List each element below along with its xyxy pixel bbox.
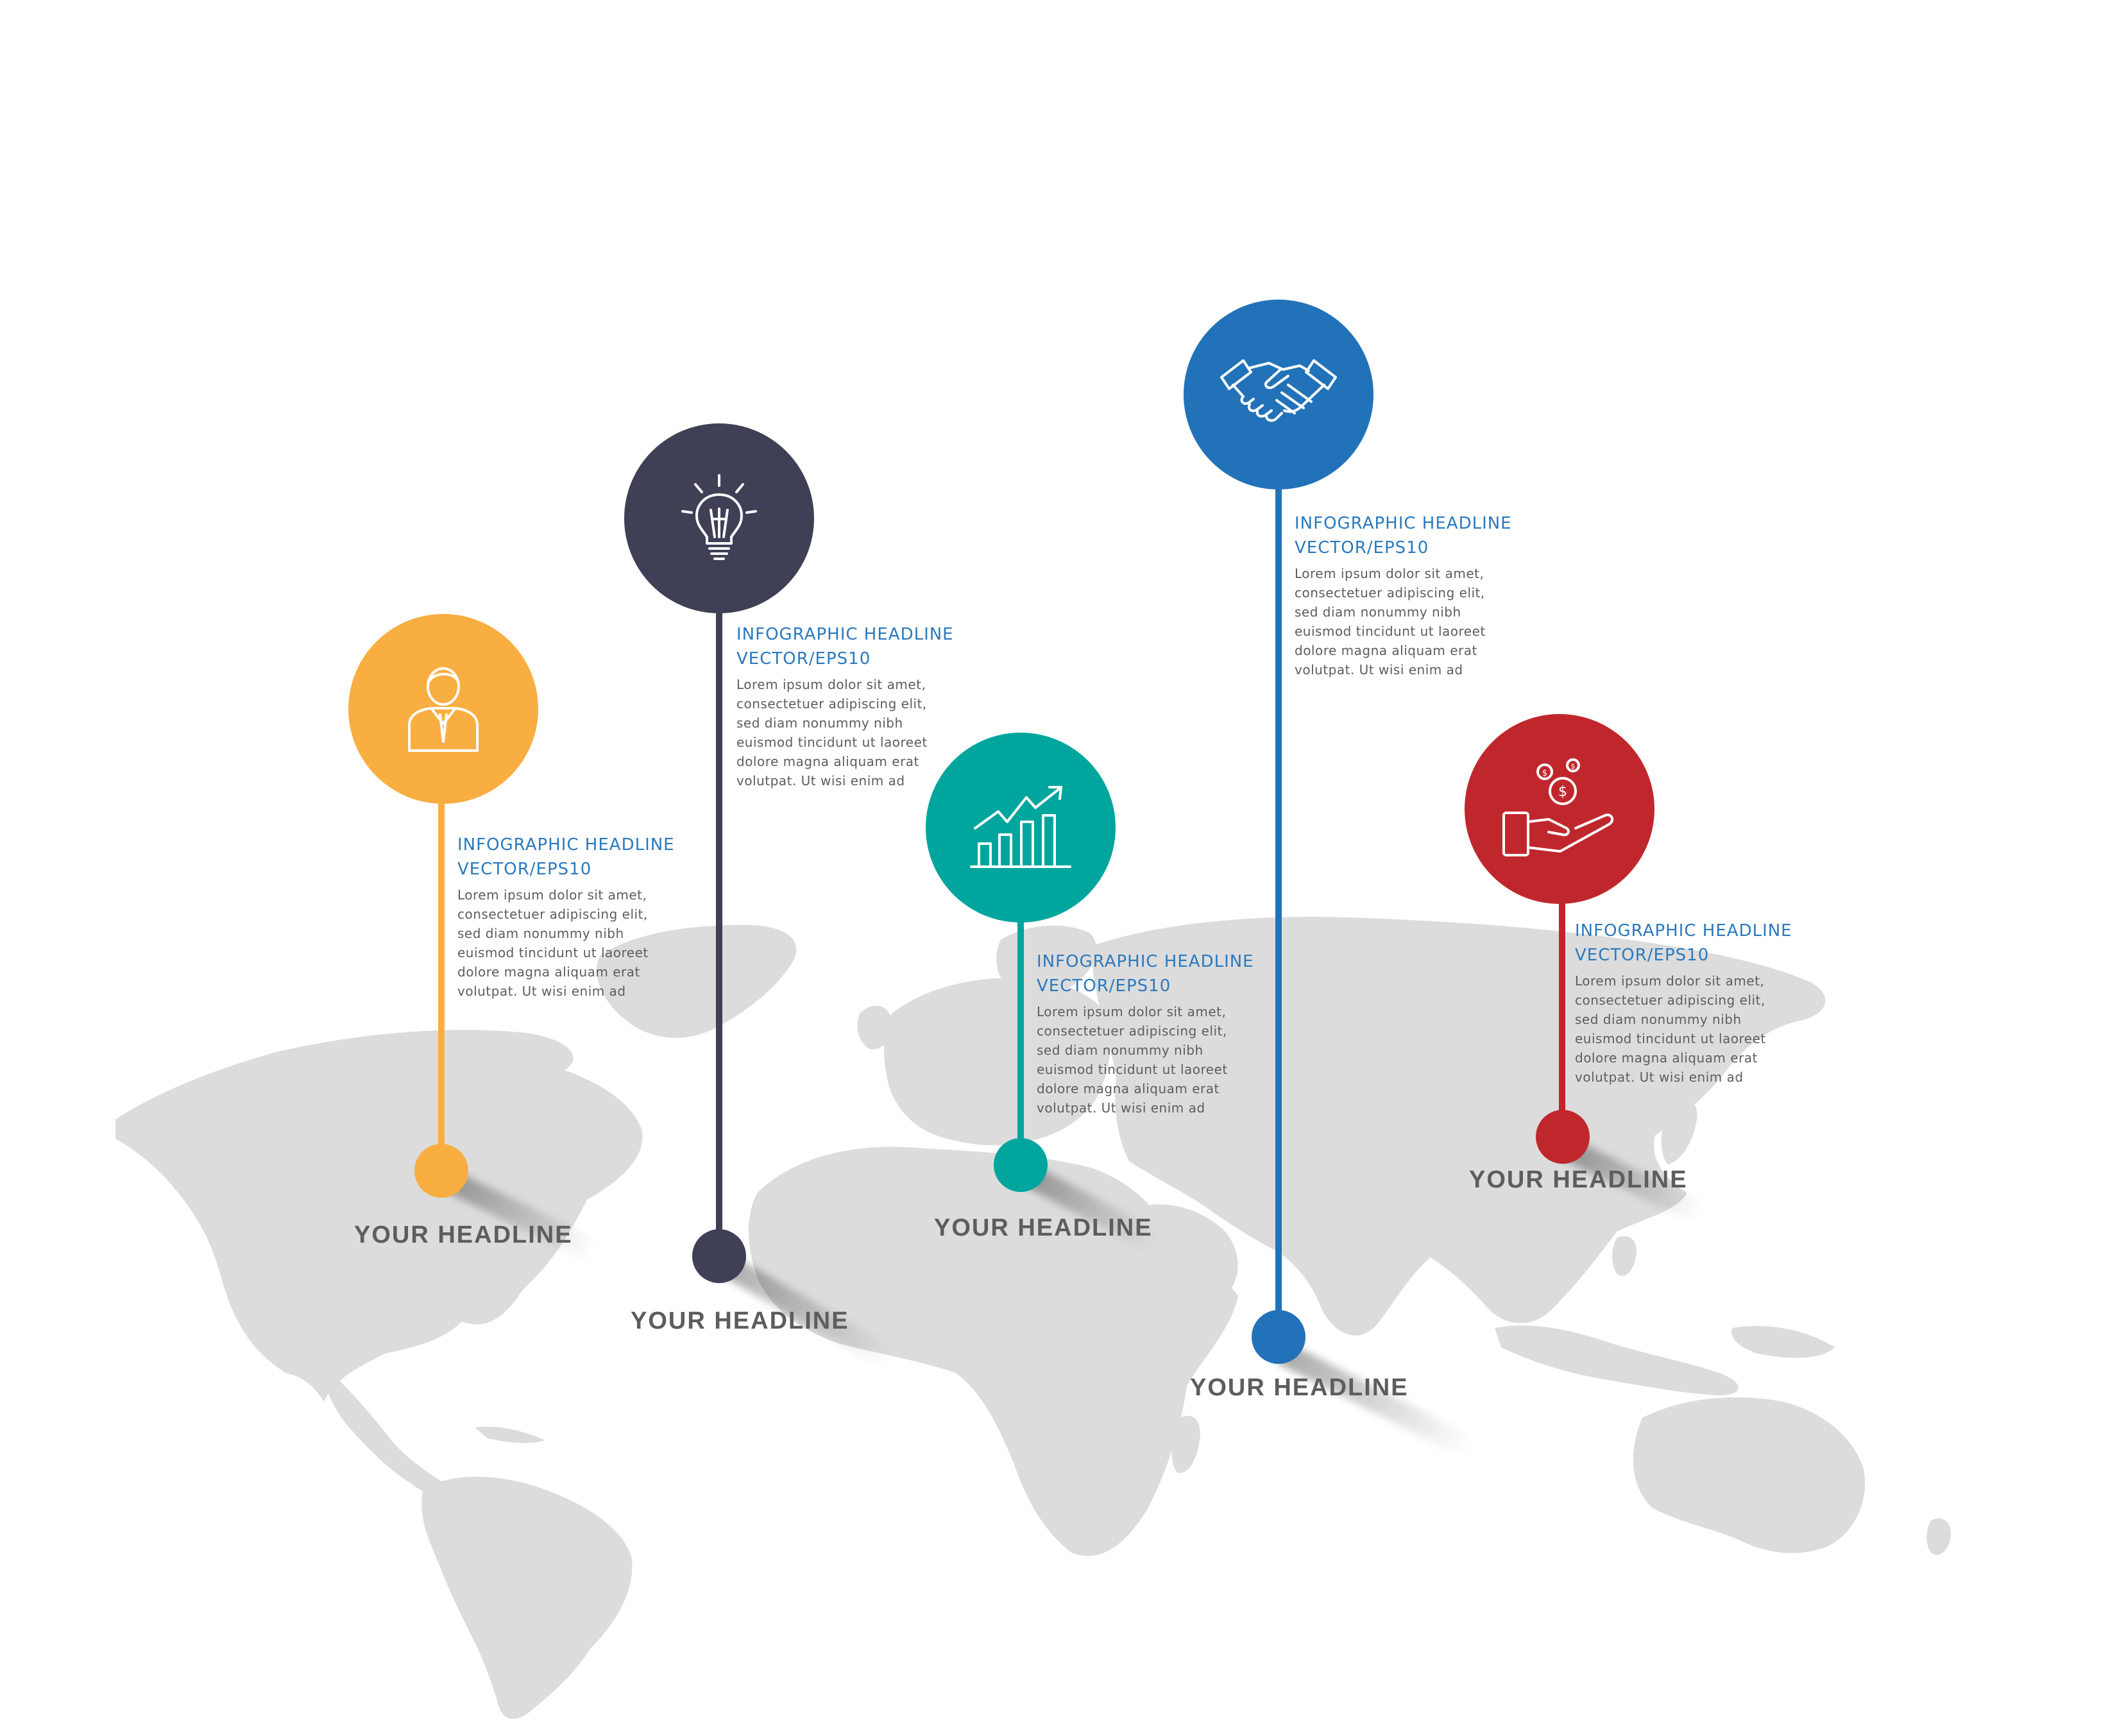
growth-chart-icon [966, 779, 1075, 876]
pin-red-stem [1559, 895, 1565, 1136]
pin-orange-body: Lorem ipsum dolor sit amet, consectetuer… [457, 885, 701, 1001]
pin-navy-title-line1: INFOGRAPHIC HEADLINE [736, 625, 954, 644]
pin-blue-headline: YOUR HEADLINE [1190, 1374, 1409, 1401]
svg-text:$: $ [1571, 762, 1576, 770]
pin-navy-circle[interactable] [624, 423, 814, 613]
body-line: consectetuer adipiscing elit, [1295, 585, 1485, 600]
body-line: euismod tincidunt ut laoreet [1295, 624, 1486, 639]
pin-teal-stem [1017, 911, 1024, 1168]
body-line: dolore magna aliquam erat [1295, 643, 1477, 658]
svg-text:$: $ [1558, 784, 1567, 800]
greenland-shape [596, 924, 797, 1038]
pin-red-title-line2: VECTOR/EPS10 [1575, 946, 1710, 965]
pin-navy-title-line2: VECTOR/EPS10 [736, 649, 871, 668]
money-hand-icon: $ $ $ [1499, 758, 1620, 860]
pin-red-title-line1: INFOGRAPHIC HEADLINE [1575, 921, 1792, 940]
body-line: Lorem ipsum dolor sit amet, [1295, 566, 1484, 581]
body-line: volutpat. Ut wisi enim ad [1575, 1069, 1744, 1085]
pin-teal-circle[interactable] [926, 733, 1116, 923]
body-line: Lorem ipsum dolor sit amet, [736, 677, 926, 692]
pin-red-body: Lorem ipsum dolor sit amet, consectetuer… [1575, 971, 1819, 1087]
pin-red-info: INFOGRAPHIC HEADLINE VECTOR/EPS10 Lorem … [1575, 919, 1819, 1087]
body-line: dolore magna aliquam erat [1575, 1050, 1758, 1066]
body-line: Lorem ipsum dolor sit amet, [1575, 973, 1765, 989]
europe-shape [884, 978, 1110, 1146]
pin-teal-body: Lorem ipsum dolor sit amet, consectetuer… [1037, 1002, 1280, 1118]
body-line: volutpat. Ut wisi enim ad [1295, 662, 1463, 677]
pin-orange-circle[interactable] [348, 614, 538, 804]
svg-text:$: $ [1542, 769, 1547, 778]
pin-blue-dot[interactable] [1252, 1310, 1305, 1364]
pin-teal-headline: YOUR HEADLINE [934, 1214, 1153, 1241]
africa-shape [748, 1146, 1238, 1556]
pin-teal-dot[interactable] [994, 1138, 1048, 1192]
pin-red-circle[interactable]: $ $ $ [1465, 714, 1654, 904]
pin-navy-body: Lorem ipsum dolor sit amet, consectetuer… [736, 675, 980, 790]
pin-navy-dot[interactable] [692, 1229, 746, 1283]
japan-shape [1661, 1097, 1697, 1164]
indonesia-shape [1495, 1325, 1739, 1395]
madagascar-shape [1171, 1415, 1200, 1473]
pin-blue-circle[interactable] [1184, 300, 1373, 489]
pin-orange-headline: YOUR HEADLINE [354, 1221, 573, 1248]
pin-navy-stem [716, 606, 722, 1261]
pin-blue-stem [1275, 478, 1282, 1331]
body-line: euismod tincidunt ut laoreet [1037, 1062, 1228, 1077]
pin-blue-info: INFOGRAPHIC HEADLINE VECTOR/EPS10 Lorem … [1295, 511, 1538, 679]
pin-teal-info: INFOGRAPHIC HEADLINE VECTOR/EPS10 Lorem … [1037, 949, 1280, 1118]
uk-shape [857, 1005, 892, 1050]
pin-red-headline: YOUR HEADLINE [1469, 1166, 1688, 1193]
pin-teal-title-line2: VECTOR/EPS10 [1037, 976, 1171, 996]
new-guinea-shape [1731, 1325, 1835, 1358]
caribbean-shape [475, 1426, 545, 1443]
new-zealand-shape [1926, 1518, 1951, 1555]
body-line: sed diam nonummy nibh [1295, 604, 1461, 620]
body-line: sed diam nonummy nibh [457, 926, 624, 941]
pin-orange-dot[interactable] [414, 1144, 468, 1198]
pin-blue-title-line1: INFOGRAPHIC HEADLINE [1295, 514, 1512, 533]
pin-orange-stem [438, 796, 445, 1174]
asia-shape [1091, 917, 1826, 1336]
north-america-shape [115, 1030, 643, 1402]
body-line: dolore magna aliquam erat [1037, 1081, 1220, 1096]
australia-shape [1633, 1397, 1866, 1553]
central-america-shape [324, 1366, 452, 1494]
body-line: consectetuer adipiscing elit, [736, 696, 927, 711]
handshake-icon [1218, 346, 1339, 443]
body-line: sed diam nonummy nibh [1037, 1042, 1203, 1058]
philippines-shape [1612, 1236, 1637, 1276]
pin-red-dot[interactable] [1536, 1110, 1590, 1164]
body-line: euismod tincidunt ut laoreet [736, 735, 928, 750]
pin-blue-title-line2: VECTOR/EPS10 [1295, 538, 1429, 557]
body-line: euismod tincidunt ut laoreet [457, 945, 649, 960]
pin-navy-headline: YOUR HEADLINE [631, 1307, 849, 1334]
body-line: dolore magna aliquam erat [736, 754, 919, 769]
pin-orange-title-line1: INFOGRAPHIC HEADLINE [457, 835, 675, 855]
body-line: Lorem ipsum dolor sit amet, [1037, 1004, 1227, 1019]
south-america-shape [421, 1476, 633, 1719]
body-line: volutpat. Ut wisi enim ad [1037, 1100, 1205, 1116]
body-line: sed diam nonummy nibh [1575, 1012, 1742, 1027]
body-line: volutpat. Ut wisi enim ad [457, 983, 626, 999]
pin-teal-title-line1: INFOGRAPHIC HEADLINE [1037, 952, 1254, 971]
body-line: consectetuer adipiscing elit, [1575, 992, 1765, 1008]
body-line: consectetuer adipiscing elit, [1037, 1023, 1227, 1039]
businessman-icon [395, 661, 491, 757]
pin-orange-title-line2: VECTOR/EPS10 [457, 860, 592, 879]
body-line: Lorem ipsum dolor sit amet, [457, 887, 647, 903]
lightbulb-icon [671, 470, 767, 566]
body-line: dolore magna aliquam erat [457, 964, 640, 980]
pin-orange-info: INFOGRAPHIC HEADLINE VECTOR/EPS10 Lorem … [457, 833, 701, 1001]
pin-blue-body: Lorem ipsum dolor sit amet, consectetuer… [1295, 564, 1538, 679]
body-line: volutpat. Ut wisi enim ad [736, 773, 905, 788]
body-line: sed diam nonummy nibh [736, 715, 903, 731]
pin-navy-info: INFOGRAPHIC HEADLINE VECTOR/EPS10 Lorem … [736, 622, 980, 790]
arabia-shape [1142, 1204, 1238, 1304]
body-line: euismod tincidunt ut laoreet [1575, 1031, 1766, 1046]
body-line: consectetuer adipiscing elit, [457, 906, 648, 922]
